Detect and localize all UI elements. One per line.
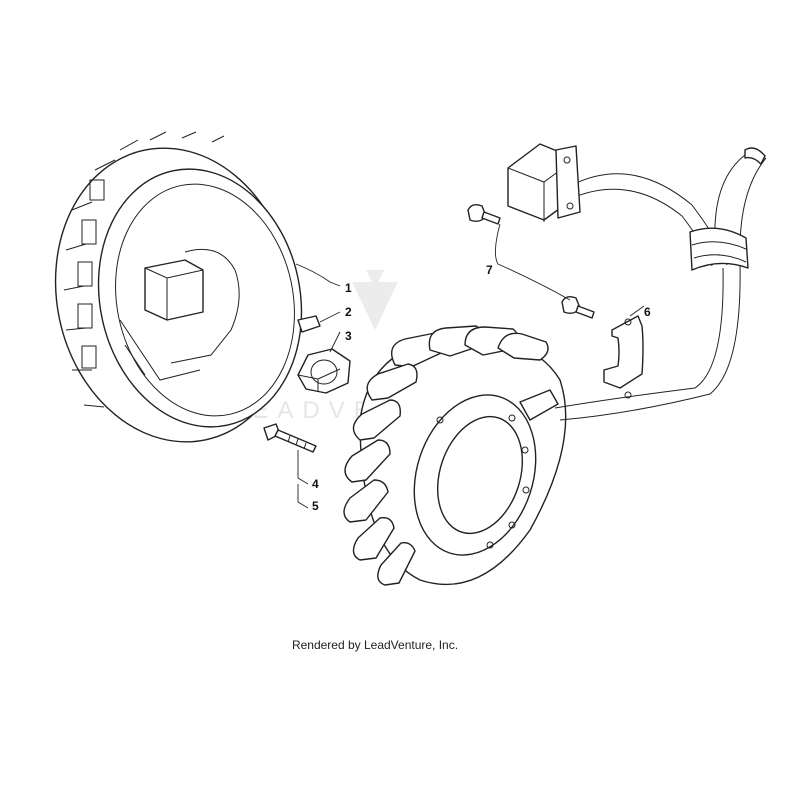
callout-2: 2 [345, 305, 352, 319]
woodruff-key [297, 315, 321, 333]
stator-bolt [263, 423, 317, 453]
screw-lower [561, 295, 595, 319]
callout-1: 1 [345, 281, 352, 295]
render-credit: Rendered by LeadVenture, Inc. [291, 638, 459, 652]
stator [343, 325, 567, 586]
stator-poles [343, 325, 549, 586]
callout-6: 6 [644, 305, 651, 319]
wiring-harness [554, 147, 767, 421]
grommet [689, 227, 749, 271]
wire-clamp-bracket [603, 315, 644, 399]
watermark-logo-icon [352, 270, 398, 330]
callout-5: 5 [312, 499, 319, 513]
flywheel-hub [144, 259, 204, 321]
screw-upper [467, 203, 501, 225]
callout-4: 4 [312, 477, 319, 491]
callout-7: 7 [486, 263, 493, 277]
regulator-relay [507, 143, 581, 222]
callout-3: 3 [345, 329, 352, 343]
flywheel-nut [297, 348, 351, 394]
flywheel [54, 131, 303, 443]
leader-lines [295, 223, 645, 509]
flywheel-fins [63, 131, 225, 408]
